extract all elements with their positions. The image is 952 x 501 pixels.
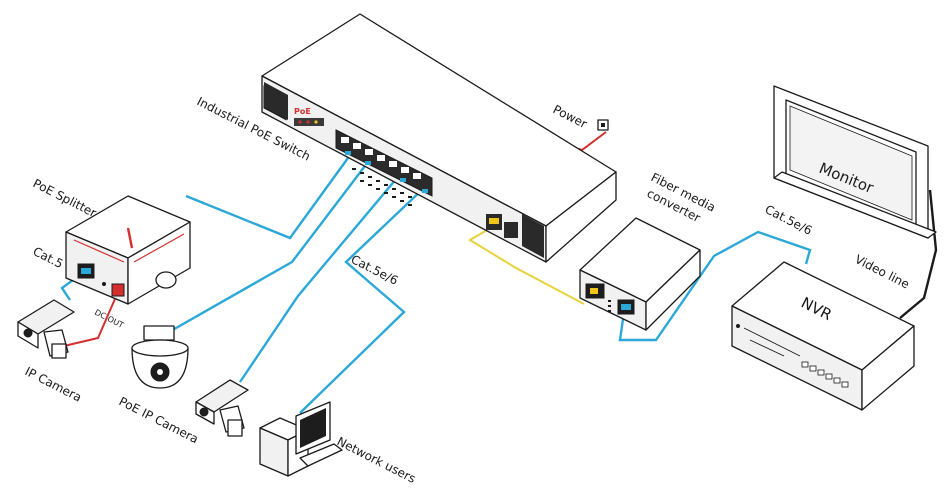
label-video-line: Video line bbox=[853, 252, 912, 291]
switch-poe-badge: PoE bbox=[294, 107, 311, 116]
cable-fiber bbox=[468, 225, 585, 305]
switch-ethernet-ports bbox=[335, 129, 433, 197]
cable-switch-to-poe-ip-camera bbox=[161, 161, 369, 338]
nvr-front-panel bbox=[736, 324, 849, 388]
network-users-pc bbox=[259, 401, 343, 477]
label-poe-ip-camera: PoE IP Camera bbox=[117, 394, 201, 446]
label-cat5: Cat.5 bbox=[31, 244, 66, 271]
switch-vents-left bbox=[264, 82, 288, 120]
monitor bbox=[773, 85, 937, 239]
cable-switch-to-network-users bbox=[299, 185, 427, 414]
cable-converter-to-nvr bbox=[618, 230, 812, 342]
switch-vents-right bbox=[522, 214, 544, 258]
poe-ip-camera bbox=[131, 325, 189, 389]
label-network-users: Network users bbox=[335, 434, 418, 486]
label-ip-camera: IP Camera bbox=[23, 364, 84, 404]
label-power: Power bbox=[551, 102, 590, 131]
ip-camera bbox=[17, 299, 75, 359]
ip-camera-2 bbox=[195, 379, 249, 437]
industrial-poe-switch: PoE bbox=[261, 13, 617, 263]
cables bbox=[60, 131, 938, 414]
cable-video-line bbox=[899, 189, 938, 319]
cable-dc-out-to-ip-camera bbox=[63, 291, 119, 347]
label-poe-splitter: PoE Splitter bbox=[31, 176, 99, 220]
cable-switch-to-splitter bbox=[185, 157, 349, 240]
power-socket bbox=[597, 119, 609, 131]
fiber-media-converter bbox=[579, 217, 701, 331]
switch-leds bbox=[294, 118, 324, 126]
switch-status-dots bbox=[352, 168, 412, 206]
switch-sfp-port bbox=[486, 214, 518, 238]
label-cat5e6-nvr: Cat.5e/6 bbox=[763, 202, 815, 238]
nvr bbox=[731, 261, 915, 411]
poe-splitter bbox=[65, 195, 191, 305]
splitter-dc-out-port bbox=[111, 283, 125, 297]
cable-switch-to-ip-camera-2 bbox=[239, 171, 403, 383]
